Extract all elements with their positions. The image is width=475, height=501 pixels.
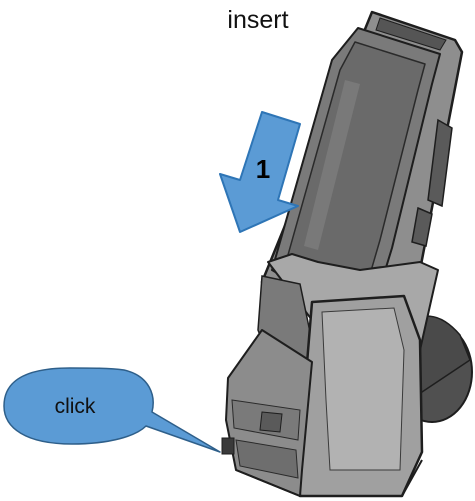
click-callout — [4, 368, 220, 452]
release-latch — [222, 438, 234, 454]
callout-label: click — [55, 395, 96, 418]
diagram-title: insert — [227, 6, 288, 34]
step-number-label: 1 — [256, 154, 270, 184]
cradle — [222, 254, 438, 496]
